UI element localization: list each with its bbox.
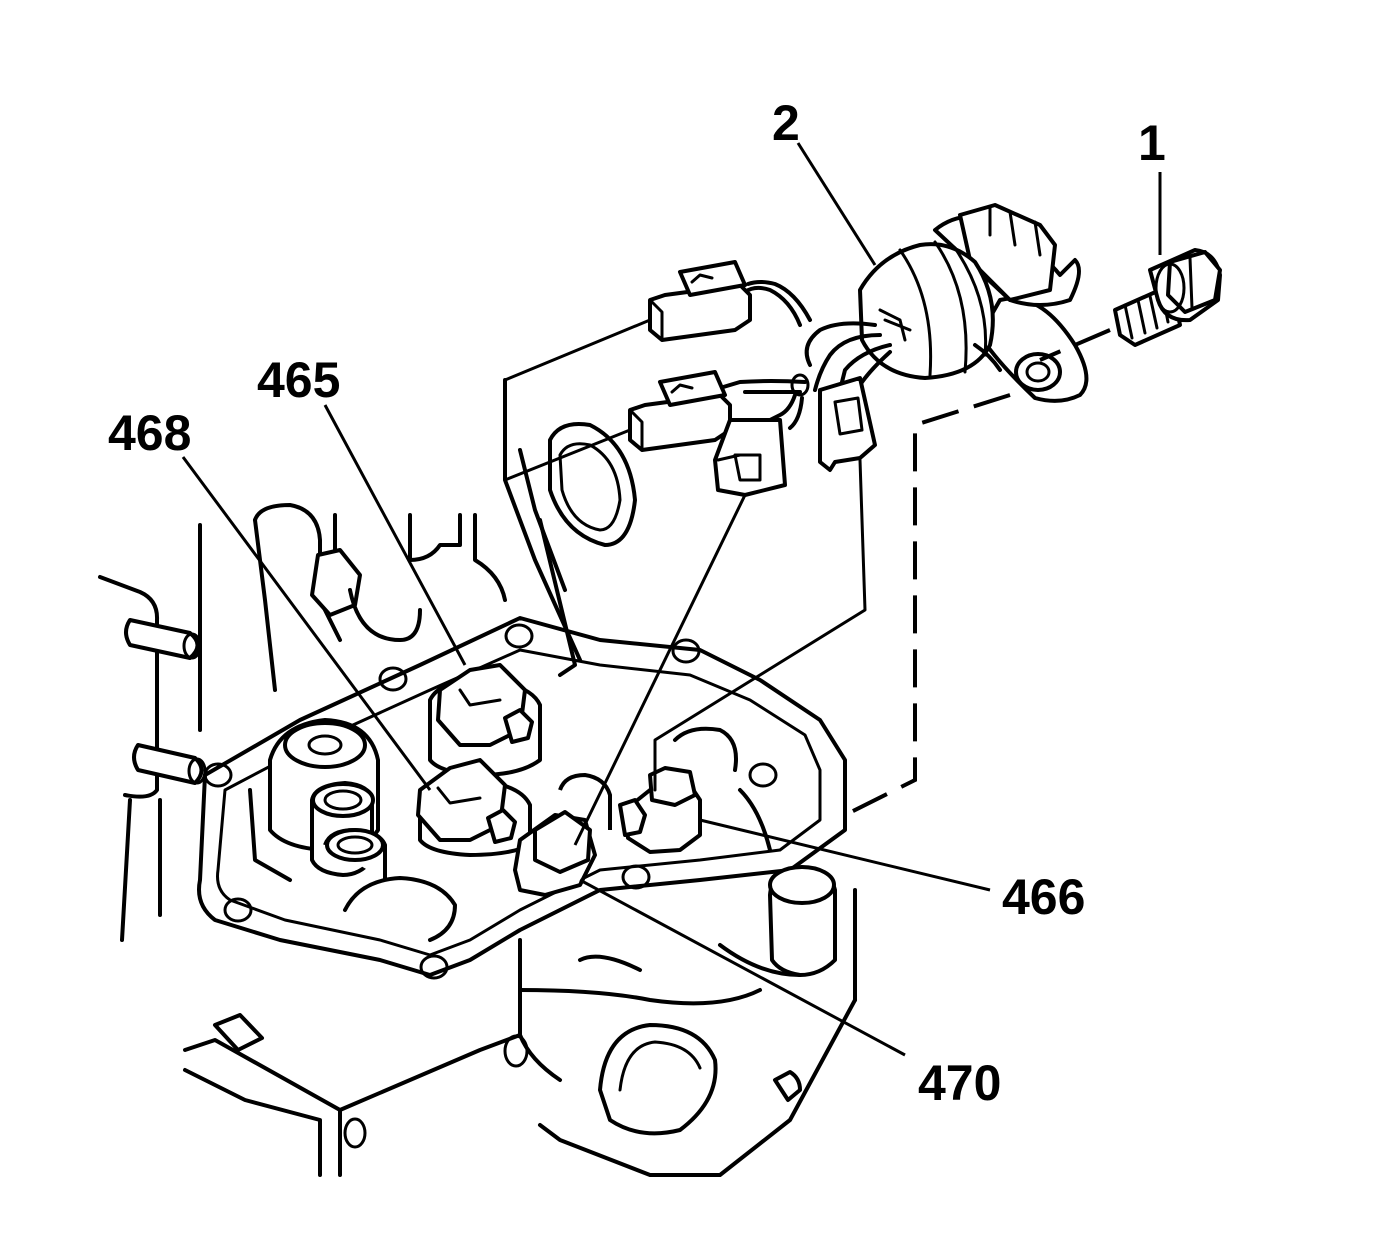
leader-470-up [573,494,747,846]
callout-leaders [181,142,1162,1057]
callout-466: 466 [1002,869,1086,925]
assembly-guide-lines [503,318,1011,817]
leader-470 [579,878,906,1057]
valve-body [98,378,857,1177]
leader-468 [181,456,432,791]
bolt [1039,248,1222,362]
callout-465: 465 [257,352,341,408]
leader-465 [323,404,467,666]
callout-1: 1 [1138,115,1166,171]
callout-2: 2 [772,95,800,151]
wiring-harness-connector [628,203,1089,497]
callout-470: 470 [918,1055,1002,1111]
leader-466 [699,818,991,892]
callout-468: 468 [108,405,192,461]
leader-2 [796,142,877,266]
